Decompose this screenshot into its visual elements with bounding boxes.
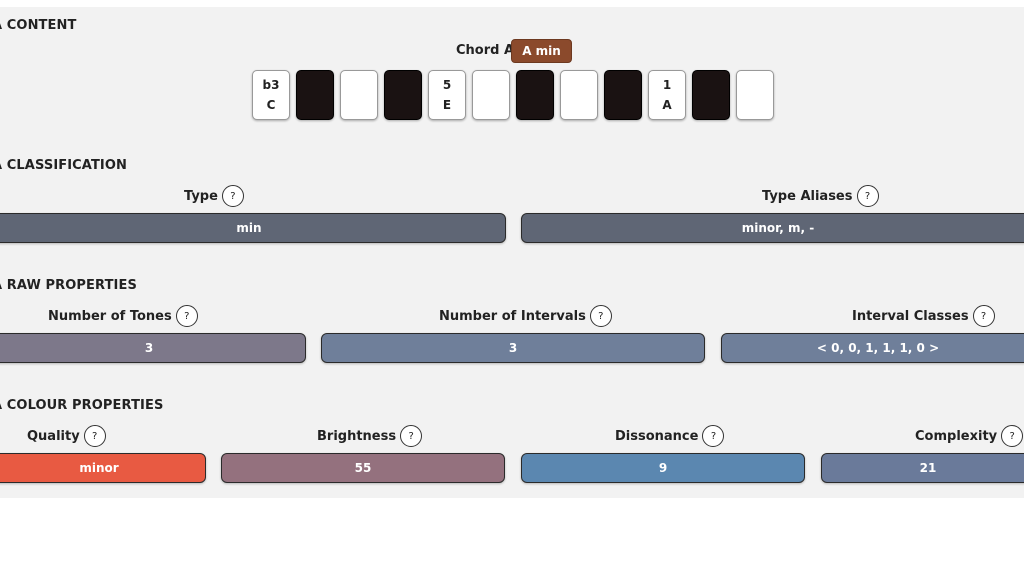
key-interval-label: 1	[662, 78, 672, 92]
piano-key-white[interactable]	[736, 70, 774, 120]
complexity-value-bar[interactable]: 21	[821, 453, 1024, 483]
key-note-label: A	[662, 98, 672, 112]
properties-panel	[0, 7, 1024, 498]
piano-key-black[interactable]	[384, 70, 422, 120]
type-aliases-label-group: Type Aliases ?	[762, 185, 879, 207]
type-label-group: Type ?	[184, 185, 244, 207]
section-title-colour-properties: A COLOUR PROPERTIES	[0, 398, 164, 413]
key-note-label: E	[442, 98, 452, 112]
complexity-label-group: Complexity ?	[915, 425, 1024, 447]
piano-key-white[interactable]	[472, 70, 510, 120]
quality-help-icon[interactable]: ?	[83, 425, 106, 447]
dissonance-label-group: Dissonance ?	[615, 425, 725, 447]
interval-classes-value-bar[interactable]: < 0, 0, 1, 1, 1, 0 >	[721, 333, 1024, 363]
section-title-raw-properties: A RAW PROPERTIES	[0, 278, 137, 293]
quality-value-bar[interactable]: minor	[0, 453, 206, 483]
key-interval-label: 5	[442, 78, 452, 92]
key-interval-label: b3	[262, 78, 280, 92]
chord-label: Chord A	[456, 43, 515, 58]
brightness-value-bar[interactable]: 55	[221, 453, 505, 483]
piano-key-white[interactable]	[560, 70, 598, 120]
piano-key-black[interactable]	[516, 70, 554, 120]
brightness-help-icon[interactable]: ?	[400, 425, 423, 447]
dissonance-label: Dissonance	[615, 428, 699, 444]
type-aliases-help-icon[interactable]: ?	[856, 185, 879, 207]
tones-value-bar[interactable]: 3	[0, 333, 306, 363]
section-title-classification: A CLASSIFICATION	[0, 158, 127, 173]
quality-label: Quality	[27, 428, 80, 444]
piano-key-white[interactable]	[340, 70, 378, 120]
complexity-label: Complexity	[915, 428, 998, 444]
type-aliases-label: Type Aliases	[762, 188, 853, 204]
brightness-label-group: Brightness ?	[317, 425, 423, 447]
interval-classes-label: Interval Classes	[852, 308, 969, 324]
type-value-bar[interactable]: min	[0, 213, 506, 243]
intervals-value-bar[interactable]: 3	[321, 333, 705, 363]
type-help-icon[interactable]: ?	[221, 185, 244, 207]
intervals-label: Number of Intervals	[439, 308, 586, 324]
quality-label-group: Quality ?	[27, 425, 106, 447]
type-label: Type	[184, 188, 218, 204]
tones-help-icon[interactable]: ?	[175, 305, 198, 327]
piano-key-black[interactable]	[296, 70, 334, 120]
brightness-label: Brightness	[317, 428, 397, 444]
type-aliases-value-bar[interactable]: minor, m, -	[521, 213, 1024, 243]
dissonance-help-icon[interactable]: ?	[702, 425, 725, 447]
interval-classes-label-group: Interval Classes ?	[852, 305, 995, 327]
intervals-help-icon[interactable]: ?	[589, 305, 612, 327]
section-title-content: A CONTENT	[0, 18, 77, 33]
piano-key-black[interactable]	[604, 70, 642, 120]
tones-label: Number of Tones	[48, 308, 172, 324]
dissonance-value-bar[interactable]: 9	[521, 453, 805, 483]
chord-name-badge[interactable]: A min	[511, 39, 572, 63]
piano-key-black[interactable]	[692, 70, 730, 120]
key-note-label: C	[266, 98, 276, 112]
intervals-label-group: Number of Intervals ?	[439, 305, 612, 327]
tones-label-group: Number of Tones ?	[48, 305, 198, 327]
complexity-help-icon[interactable]: ?	[1001, 425, 1024, 447]
interval-classes-help-icon[interactable]: ?	[972, 305, 995, 327]
